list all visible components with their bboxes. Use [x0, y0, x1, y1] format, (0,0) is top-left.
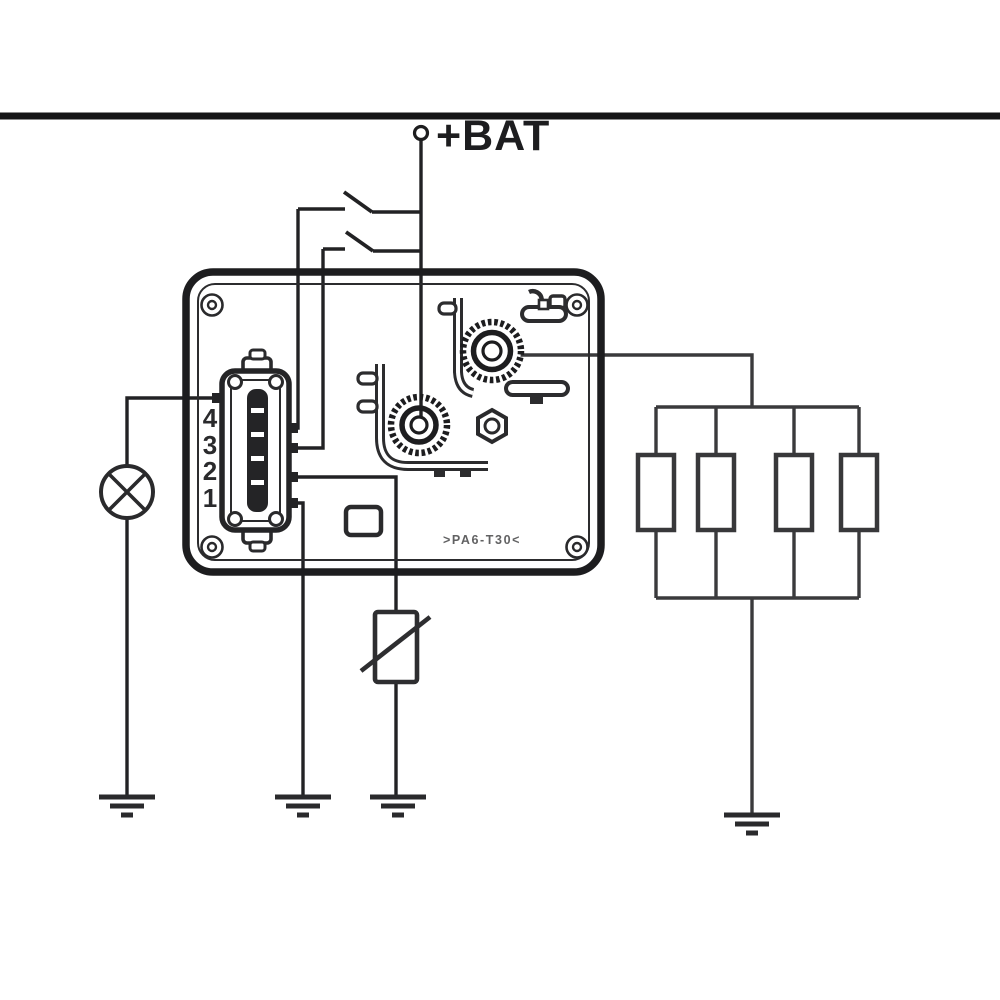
- stud-hole: [409, 415, 429, 435]
- screw-icon: [200, 293, 224, 317]
- ground-icon: [724, 812, 780, 836]
- sensor-diagonal: [359, 615, 432, 673]
- right-stud-terminal: [437, 298, 570, 404]
- wire-pin1-ground: [289, 501, 305, 797]
- stud-ring: [399, 405, 439, 445]
- glow-plug-3: [773, 452, 815, 533]
- ground-icon: [99, 794, 155, 818]
- connector-4pin: 4 3 2 1: [203, 348, 298, 553]
- relay-marking-text: >PA6-T30<: [443, 533, 521, 547]
- bracket-foot: [460, 468, 471, 477]
- connector-stub: [288, 472, 298, 482]
- stud-hole: [481, 340, 503, 362]
- slot-gap: [251, 456, 264, 461]
- connector-stub: [288, 423, 298, 433]
- relay-module: 4 3 2 1: [182, 268, 605, 576]
- hex-nut-hole: [483, 417, 501, 435]
- wire-switch2-to-pin: [289, 249, 325, 450]
- pin-label-3: 3: [203, 430, 217, 460]
- peg-icon: [268, 511, 284, 527]
- connector-slot: [247, 389, 268, 512]
- temperature-sensor: [359, 609, 432, 685]
- slot-gap: [251, 408, 264, 413]
- glow-plug-circuit: [497, 353, 861, 815]
- wire-pin2-sensor: [289, 475, 398, 612]
- peg-icon: [227, 511, 243, 527]
- sensor-body: [372, 609, 420, 685]
- screw-icon: [200, 535, 224, 559]
- knurled-ring: [387, 393, 451, 457]
- connector-stub: [288, 443, 298, 453]
- switch1-blade: [342, 190, 374, 214]
- indicator-lamp-icon: [99, 464, 155, 520]
- bracket-foot: [434, 468, 445, 477]
- screw-icon: [206, 299, 218, 311]
- glow-plug-2: [695, 452, 737, 533]
- bracket-tab: [437, 301, 458, 316]
- peg-icon: [268, 374, 284, 390]
- pin-label-2: 2: [203, 456, 217, 486]
- connector-top-bump: [248, 348, 267, 361]
- pin-label-4: 4: [203, 403, 218, 433]
- pin-label-1: 1: [203, 483, 217, 513]
- slot-gap: [251, 432, 264, 437]
- glow-plug-top-drops: [654, 407, 861, 455]
- screw-icon: [206, 541, 218, 553]
- stud-bracket-inner: [378, 364, 488, 468]
- ground-icon: [275, 794, 331, 818]
- ground-symbols: [99, 794, 780, 836]
- connector-corner-pegs: [227, 374, 284, 527]
- hex-nut-icon: [476, 407, 508, 445]
- lamp-circle: [99, 464, 155, 520]
- connector-slot-gaps: [251, 408, 264, 485]
- screw-icon: [565, 293, 589, 317]
- ground-icon: [370, 794, 426, 818]
- wire-relay-to-plugs: [497, 353, 754, 407]
- peg-icon: [227, 374, 243, 390]
- lower-bracket-bar: [504, 380, 570, 397]
- relay-housing-outline: [182, 268, 605, 576]
- stud-ring: [470, 329, 514, 373]
- slot-gap: [251, 480, 264, 485]
- connector-inner-line: [230, 379, 281, 522]
- glow-plugs: [635, 452, 880, 533]
- glow-plug-bottom-drops: [654, 530, 861, 598]
- hex-nut-outline: [476, 407, 508, 445]
- battery-terminal: +BAT: [412, 112, 550, 160]
- bracket-foot: [530, 395, 543, 404]
- screw-icon: [565, 535, 589, 559]
- glow-plug-4: [838, 452, 880, 533]
- battery-label: +BAT: [436, 112, 550, 160]
- clip-icon: [520, 288, 568, 323]
- clip-notch: [537, 298, 550, 311]
- screw-icon: [571, 299, 583, 311]
- switch2-blade: [344, 230, 375, 253]
- relay-housing-inner-line: [197, 283, 590, 561]
- bracket-tab: [356, 371, 379, 386]
- bracket-tab: [356, 399, 379, 414]
- terminal-circle-icon: [412, 124, 430, 142]
- molded-rectangle: [343, 504, 384, 538]
- connector-stub-left: [212, 393, 223, 403]
- connector-stub: [288, 498, 298, 508]
- screw-icon: [571, 541, 583, 553]
- glow-plug-1: [635, 452, 677, 533]
- center-stud-terminal: [356, 364, 488, 477]
- lamp-cross: [107, 472, 147, 512]
- stud-bracket-inner: [456, 298, 474, 395]
- wire-lamp-top: [125, 396, 222, 466]
- connector-bottom-bump: [248, 540, 267, 553]
